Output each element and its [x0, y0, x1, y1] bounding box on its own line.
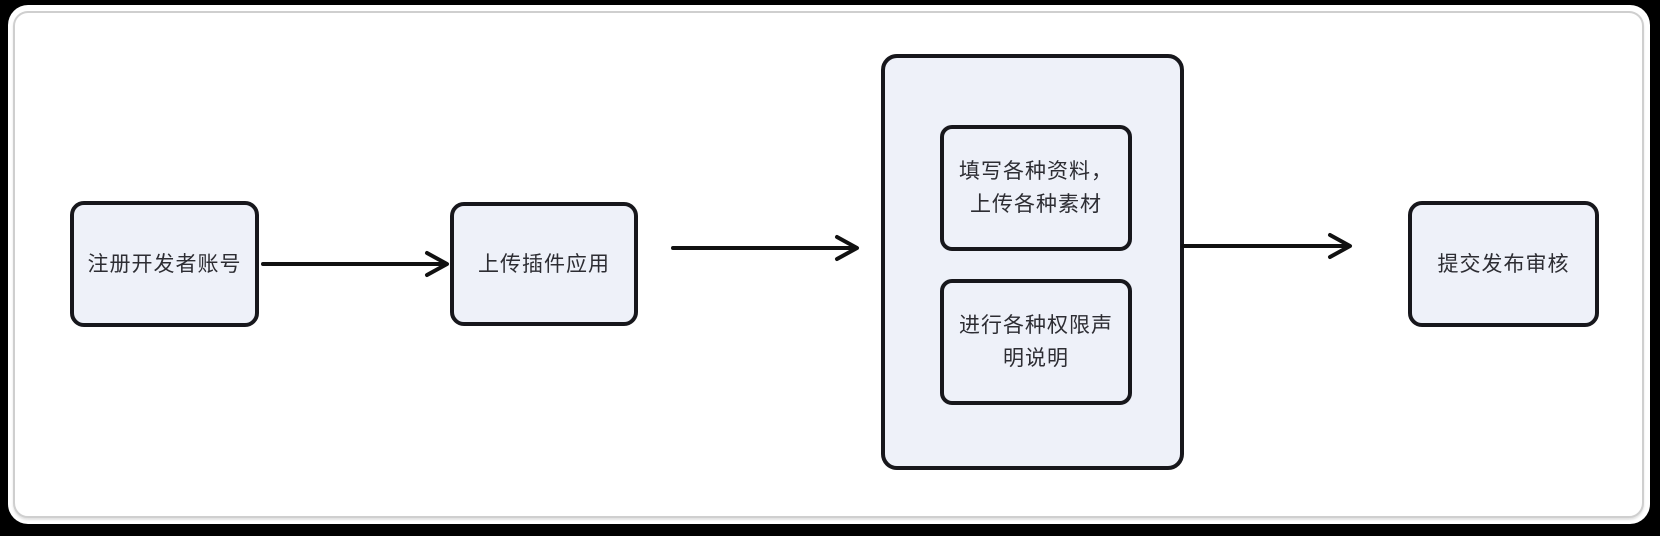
node-label: 注册开发者账号 [87, 251, 242, 276]
node-label: 进行各种权限声 明说明 [959, 313, 1113, 370]
flow-node-declare-permissions: 进行各种权限声 明说明 [940, 279, 1132, 405]
node-label: 填写各种资料， 上传各种素材 [959, 159, 1113, 216]
flow-node-submit-review: 提交发布审核 [1408, 201, 1599, 327]
arrowhead-icon [1328, 233, 1352, 259]
arrow-details-to-submit [1181, 233, 1352, 259]
flow-node-fill-materials: 填写各种资料， 上传各种素材 [940, 125, 1132, 251]
arrow-register-to-upload [261, 251, 449, 277]
node-label: 上传插件应用 [478, 251, 610, 276]
flow-node-register-account: 注册开发者账号 [70, 201, 259, 327]
arrowhead-icon [835, 235, 859, 261]
arrowhead-icon [425, 251, 449, 277]
node-label: 提交发布审核 [1437, 251, 1570, 276]
arrow-upload-to-details [671, 235, 859, 261]
flow-group-publish-details: 填写各种资料， 上传各种素材 进行各种权限声 明说明 [881, 54, 1184, 470]
flow-node-upload-plugin: 上传插件应用 [450, 202, 638, 326]
